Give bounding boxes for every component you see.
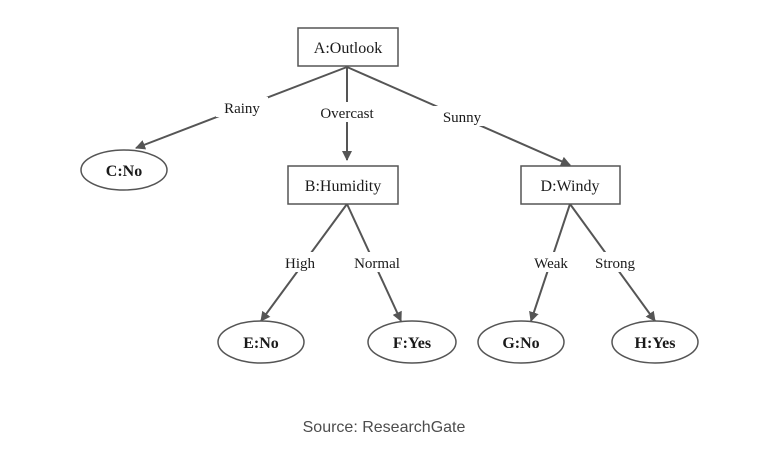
node-b-label: B:Humidity	[305, 178, 381, 195]
edge-label-normal: Normal	[354, 256, 400, 272]
leaf-h-label: H:Yes	[635, 335, 676, 352]
leaf-c-no: C:No	[80, 149, 168, 191]
edge-label-rainy: Rainy	[224, 101, 260, 117]
leaf-f-yes: F:Yes	[367, 320, 457, 364]
leaf-g-label: G:No	[502, 335, 539, 352]
node-a-label: A:Outlook	[314, 40, 382, 57]
leaf-f-label: F:Yes	[393, 335, 431, 352]
source-caption: Source: ResearchGate	[302, 419, 466, 436]
edge-label-overcast: Overcast	[320, 106, 374, 122]
node-a-outlook: A:Outlook	[297, 27, 399, 67]
leaf-e-no: E:No	[217, 320, 305, 364]
node-b-humidity: B:Humidity	[287, 165, 399, 205]
node-d-label: D:Windy	[541, 178, 600, 195]
leaf-h-yes: H:Yes	[611, 320, 699, 364]
node-d-windy: D:Windy	[520, 165, 621, 205]
edge-label-strong: Strong	[595, 256, 636, 272]
leaf-e-label: E:No	[243, 335, 279, 352]
edge-label-weak: Weak	[534, 256, 568, 272]
edge-label-high: High	[285, 256, 316, 272]
leaf-c-label: C:No	[106, 163, 142, 180]
leaf-g-no: G:No	[477, 320, 565, 364]
edge-label-sunny: Sunny	[443, 110, 482, 126]
